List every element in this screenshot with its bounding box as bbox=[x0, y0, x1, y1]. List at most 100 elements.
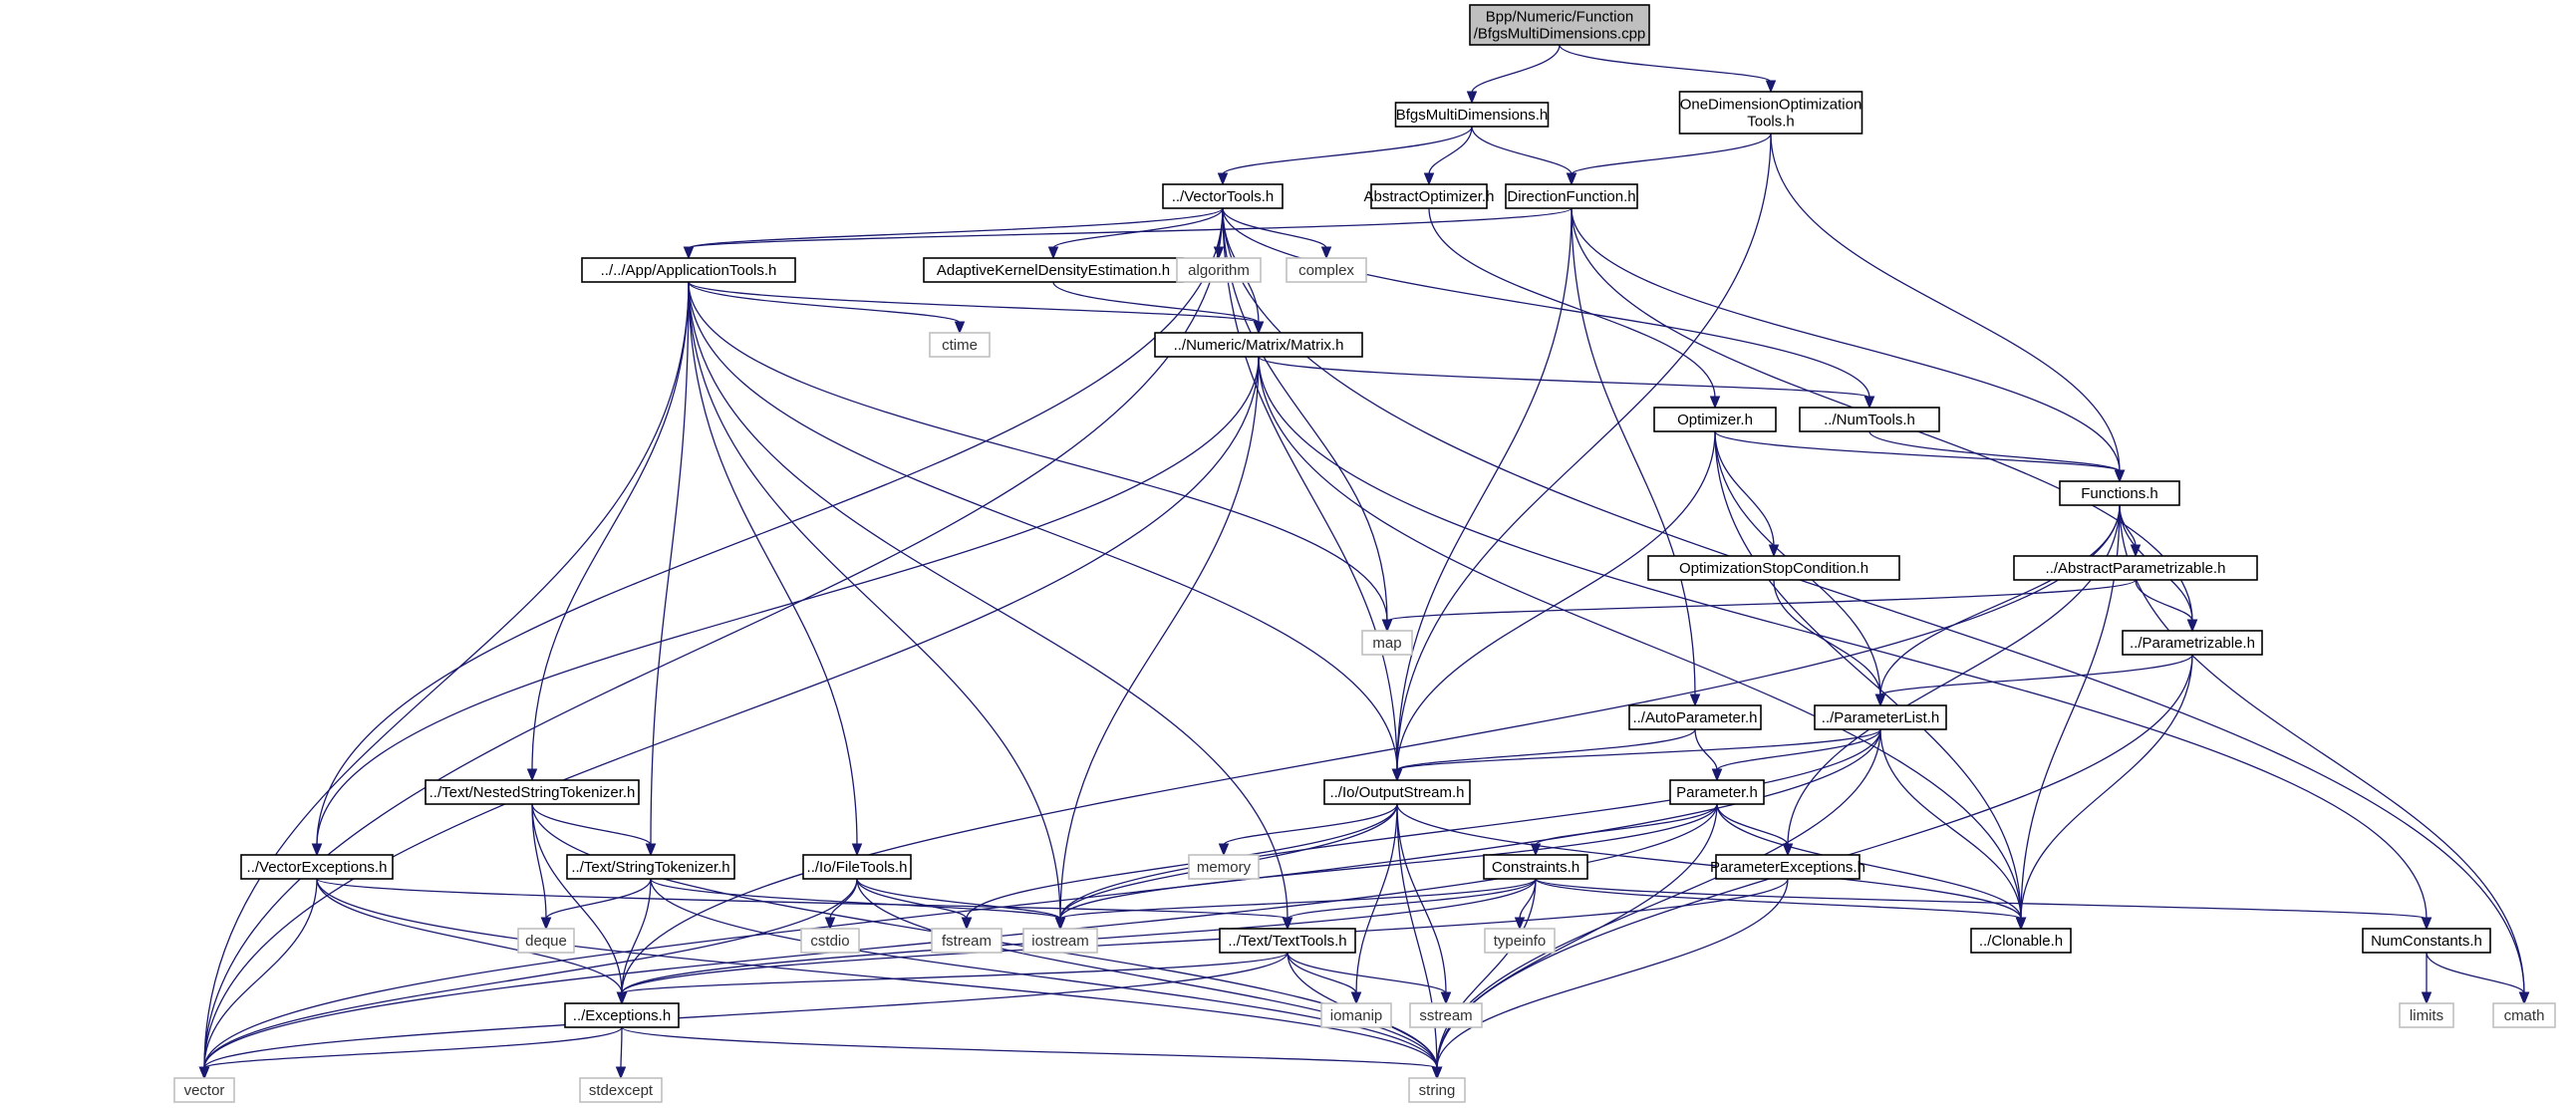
edge-line bbox=[1428, 126, 1473, 175]
node-aopt[interactable]: AbstractOptimizer.h bbox=[1364, 183, 1495, 209]
edge-numt-to-funcs bbox=[1868, 430, 2126, 483]
node-parameter[interactable]: Parameter.h bbox=[1669, 779, 1765, 805]
edge-parameter-to-pexc bbox=[1716, 803, 1794, 857]
node-sstream: sstream bbox=[1409, 1002, 1483, 1028]
node-root[interactable]: Bpp/Numeric/Function/BfgsMultiDimensions… bbox=[1469, 4, 1650, 46]
node-osc[interactable]: OptimizationStopCondition.h bbox=[1647, 555, 1900, 581]
edge-line bbox=[316, 878, 1438, 1069]
node-memory: memory bbox=[1188, 854, 1260, 880]
node-label: deque bbox=[525, 933, 567, 950]
edge-bfgs-to-aopt bbox=[1423, 126, 1473, 186]
edge-stok-to-deque bbox=[540, 878, 652, 931]
edge-root-to-odot bbox=[1559, 44, 1777, 94]
edge-line bbox=[2119, 504, 2137, 547]
node-plist[interactable]: ../ParameterList.h bbox=[1814, 704, 1947, 730]
node-matrix[interactable]: ../Numeric/Matrix/Matrix.h bbox=[1154, 332, 1363, 358]
edge-line bbox=[1471, 126, 1573, 175]
node-param[interactable]: ../Parametrizable.h bbox=[2122, 630, 2263, 656]
node-akde[interactable]: AdaptiveKernelDensityEstimation.h bbox=[923, 257, 1184, 283]
edge-line bbox=[688, 281, 1388, 622]
edge-line bbox=[2426, 952, 2525, 994]
node-ostream[interactable]: ../Io/OutputStream.h bbox=[1323, 779, 1471, 805]
node-label: Optimizer.h bbox=[1677, 412, 1753, 428]
node-exc[interactable]: ../Exceptions.h bbox=[564, 1002, 680, 1028]
node-dirf[interactable]: DirectionFunction.h bbox=[1505, 183, 1638, 209]
node-label: iostream bbox=[1031, 933, 1089, 950]
node-autop[interactable]: ../AutoParameter.h bbox=[1628, 704, 1762, 730]
node-funcs[interactable]: Functions.h bbox=[2059, 480, 2180, 506]
node-box bbox=[1394, 102, 1550, 128]
edge-ostream-to-memory bbox=[1218, 803, 1398, 857]
node-box bbox=[1799, 407, 1940, 432]
node-label: Parameter.h bbox=[1676, 784, 1758, 801]
node-ctime: ctime bbox=[929, 332, 991, 358]
edge-line bbox=[1258, 356, 2022, 920]
edge-line bbox=[1571, 207, 1696, 696]
edge-line bbox=[1222, 126, 1473, 175]
edge-matrix-to-iostream bbox=[1054, 356, 1260, 931]
node-box bbox=[1370, 183, 1488, 209]
node-label: ../Parametrizable.h bbox=[2130, 635, 2255, 652]
edge-matrix-to-vexc bbox=[311, 356, 1260, 857]
node-vexc[interactable]: ../VectorExceptions.h bbox=[240, 854, 394, 880]
arrowhead-icon bbox=[1423, 172, 1435, 186]
edge-vt-to-vexc bbox=[311, 207, 1224, 857]
edge-abspar-to-map bbox=[1381, 579, 2137, 633]
node-pexc[interactable]: ParameterExceptions.h bbox=[1710, 854, 1865, 880]
arrowhead-icon bbox=[1054, 917, 1066, 931]
node-ttools[interactable]: ../Text/TextTools.h bbox=[1219, 928, 1356, 954]
node-label: AbstractOptimizer.h bbox=[1364, 188, 1495, 205]
node-box bbox=[1176, 257, 1262, 283]
arrowhead-icon bbox=[1391, 768, 1403, 782]
edge-line bbox=[316, 878, 1288, 920]
edge-matrix-to-vector bbox=[198, 356, 1260, 1080]
node-label: vector bbox=[184, 1082, 225, 1099]
node-label: ../../App/ApplicationTools.h bbox=[601, 262, 777, 279]
edge-line bbox=[1222, 207, 1398, 771]
node-appt[interactable]: ../../App/ApplicationTools.h bbox=[581, 257, 796, 283]
node-numt[interactable]: ../NumTools.h bbox=[1799, 407, 1940, 432]
node-box bbox=[1715, 854, 1860, 880]
node-label: ctime bbox=[942, 337, 978, 354]
node-box bbox=[802, 854, 912, 880]
node-label: iomanip bbox=[1330, 1007, 1383, 1024]
node-label: ParameterExceptions.h bbox=[1710, 859, 1865, 876]
edge-line bbox=[1059, 728, 1881, 920]
node-stok[interactable]: ../Text/StringTokenizer.h bbox=[566, 854, 735, 880]
arrowhead-icon bbox=[1381, 619, 1393, 633]
node-map: map bbox=[1361, 630, 1413, 656]
node-label: ../Io/OutputStream.h bbox=[1329, 784, 1464, 801]
node-label: memory bbox=[1197, 859, 1252, 876]
node-clonable[interactable]: ../Clonable.h bbox=[1970, 928, 2072, 954]
node-ftools[interactable]: ../Io/FileTools.h bbox=[802, 854, 912, 880]
node-nst[interactable]: ../Text/NestedStringTokenizer.h bbox=[425, 779, 640, 805]
node-cstdio: cstdio bbox=[800, 928, 860, 954]
edge-opt-to-osc bbox=[1714, 430, 1780, 558]
arrowhead-icon bbox=[1863, 396, 1875, 410]
node-opt[interactable]: Optimizer.h bbox=[1653, 407, 1777, 432]
edge-root-to-bfgs bbox=[1466, 44, 1561, 105]
edge-line bbox=[1258, 356, 1870, 399]
node-deque: deque bbox=[517, 928, 575, 954]
node-iomanip: iomanip bbox=[1320, 1002, 1392, 1028]
edge-matrix-to-numt bbox=[1258, 356, 1875, 410]
node-box bbox=[2122, 630, 2263, 656]
node-label: string bbox=[1419, 1082, 1456, 1099]
node-box bbox=[1323, 779, 1471, 805]
edge-line bbox=[1396, 803, 1447, 994]
edges-layer bbox=[198, 44, 2530, 1080]
edge-vexc-to-vector bbox=[198, 878, 318, 1080]
node-numc[interactable]: NumConstants.h bbox=[2362, 928, 2491, 954]
node-vt[interactable]: ../VectorTools.h bbox=[1162, 183, 1284, 209]
node-box bbox=[1219, 928, 1356, 954]
node-label: ../AbstractParametrizable.h bbox=[2046, 560, 2226, 577]
node-bfgs[interactable]: BfgsMultiDimensions.h bbox=[1394, 102, 1550, 128]
node-box bbox=[931, 928, 1002, 954]
node-label: DirectionFunction.h bbox=[1507, 188, 1635, 205]
node-constr[interactable]: Constraints.h bbox=[1483, 854, 1588, 880]
edge-line bbox=[1436, 728, 1881, 1069]
edge-line bbox=[1396, 728, 1881, 771]
edge-line bbox=[1052, 207, 1224, 249]
node-abspar[interactable]: ../AbstractParametrizable.h bbox=[2013, 555, 2258, 581]
